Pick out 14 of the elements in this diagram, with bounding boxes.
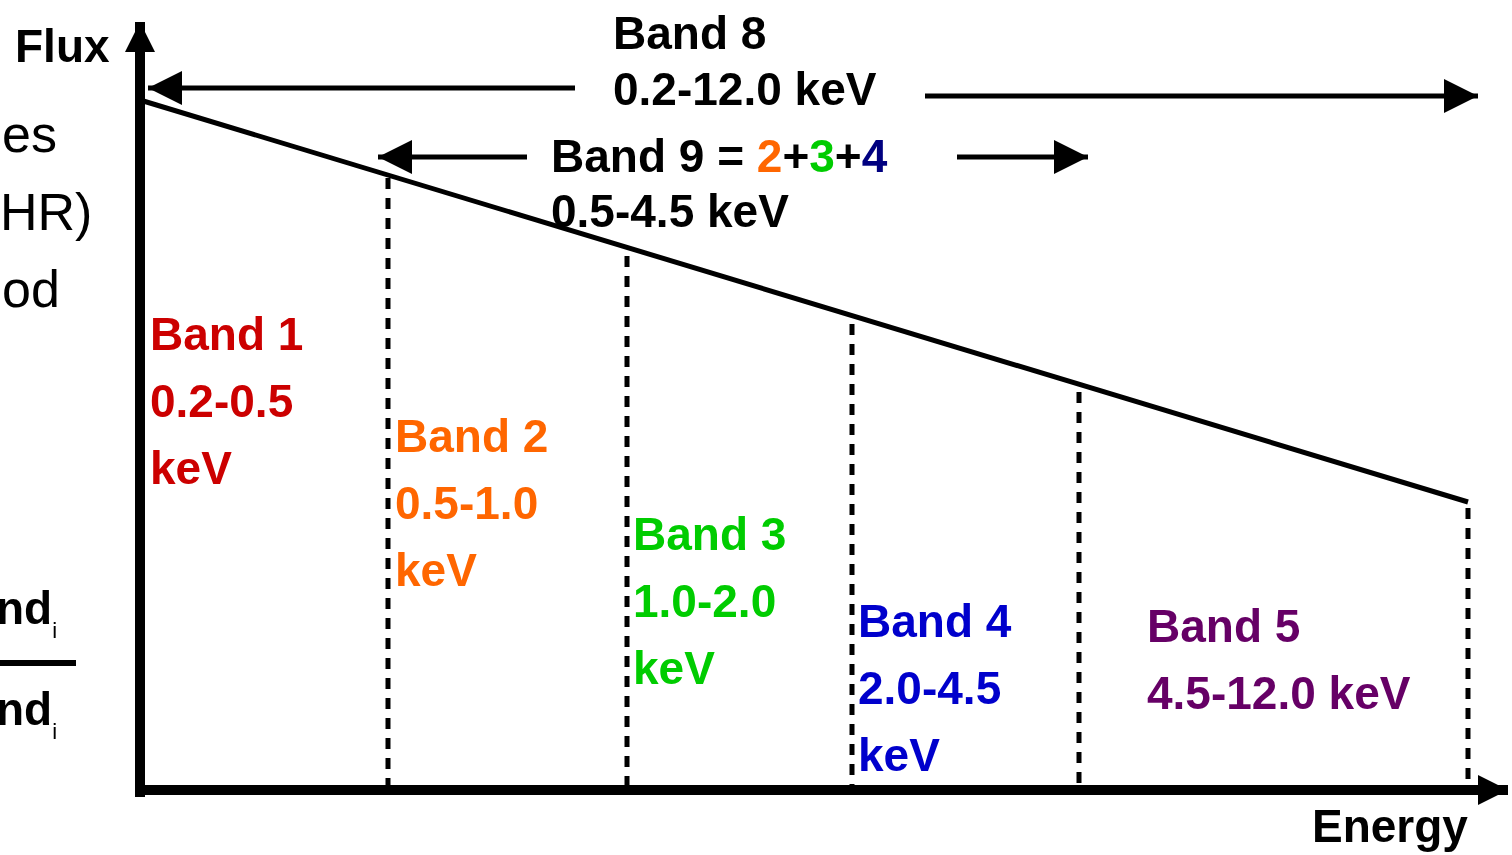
text-fragment: es [2,104,57,165]
band-label: Band 3 1.0-2.0 keV [633,507,788,696]
band-label: Band 1 0.2-0.5 keV [150,307,305,496]
text-fragment: od [2,259,60,320]
energy-range: 0.2-12.0 keV [613,62,877,117]
band-label: Band 5 4.5-12.0 keV [1147,599,1412,721]
band-label: Band 4 2.0-4.5 keV [858,594,1013,783]
band-label: Band 9 = 2+3+4 [551,129,888,184]
axis-label: Flux [15,19,110,74]
band-label: Band 2 0.5-1.0 keV [395,409,550,598]
text-fragment: HR) [0,182,93,243]
band-label: Band 8 [613,6,767,61]
energy-range: 0.5-4.5 keV [551,184,789,239]
axis-label: Energy [1312,799,1468,854]
